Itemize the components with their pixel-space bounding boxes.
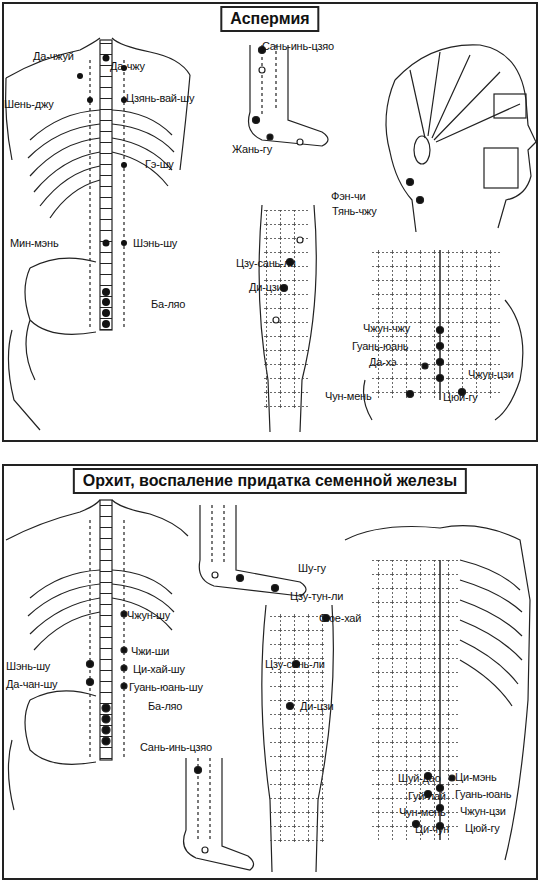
point-label: Да-чжу	[110, 60, 145, 72]
point-label: Ба-ляо	[148, 700, 182, 712]
point-label: Гуань-юань	[455, 788, 511, 800]
point-label: Гуй-лай	[408, 790, 446, 802]
point-label: Цзу-сань-ли	[236, 257, 296, 269]
point-label: Сань-инь-цзяо	[262, 40, 334, 52]
point-label: Гуань-юань-шу	[129, 681, 203, 693]
point-label: Ди-цзи	[300, 700, 333, 712]
point-label: Ци-хай-шу	[133, 663, 185, 675]
foot-3	[184, 758, 254, 870]
abdomen-1	[364, 250, 523, 420]
point-label: Чун-мень	[399, 806, 445, 818]
point-label: Цзянь-вай-шу	[126, 92, 194, 104]
head-1	[386, 45, 536, 232]
point-label: Да-чжуй	[33, 50, 74, 62]
point-label: Сюе-хай	[319, 612, 361, 624]
panel-heading: Аспермия	[220, 6, 319, 32]
leg-1	[259, 205, 316, 432]
point-label: Да-чан-шу	[6, 678, 57, 690]
diagram-panel: Аспермия	[2, 2, 538, 442]
back-figure-2	[6, 500, 188, 810]
point-label: Чун-мень	[325, 390, 371, 402]
point-label: Сань-инь-цзяо	[140, 741, 212, 753]
point-label: Чжун-цзи	[460, 805, 506, 817]
point-label: Гуань-юань	[352, 340, 408, 352]
point-label: Чжун-чжу	[363, 322, 410, 334]
point-label: Цюй-гу	[443, 391, 478, 403]
point-label: Цзу-тун-ли	[290, 590, 343, 602]
point-label: Ба-ляо	[151, 298, 185, 310]
foot-2	[199, 505, 306, 596]
point-label: Шэнь-шу	[133, 237, 177, 249]
diagram-panel: Орхит, воспаление придатка семенной желе…	[2, 464, 538, 880]
point-label: Чжи-ши	[131, 645, 169, 657]
point-label: Чжун-цзи	[468, 368, 514, 380]
point-label: Чжун-шу	[127, 609, 170, 621]
point-label: Шуй-дао	[398, 772, 441, 784]
foot-1	[249, 45, 329, 146]
point-dots-1	[77, 55, 127, 329]
point-label: Цзу-сань-ли	[265, 658, 325, 670]
point-label: Да-хэ	[369, 356, 396, 368]
point-label: Фэн-чи	[331, 190, 365, 202]
point-label: Мин-мэнь	[10, 237, 58, 249]
point-label: Ди-цзи	[249, 281, 282, 293]
point-label: Гэ-шу	[145, 158, 174, 170]
point-label: Шень-джу	[4, 98, 53, 110]
point-label: Ци-мэнь	[455, 771, 497, 783]
torso-2	[345, 526, 530, 860]
point-label: Шэнь-шу	[6, 660, 50, 672]
panel-heading: Орхит, воспаление придатка семенной желе…	[73, 468, 467, 494]
leg-2	[262, 605, 334, 872]
point-label: Жань-гу	[232, 143, 272, 155]
point-label: Тянь-чжу	[332, 205, 377, 217]
point-label: Цюй-гу	[465, 822, 500, 834]
point-label: Шу-гу	[298, 562, 326, 574]
point-label: Ци-чун	[415, 823, 449, 835]
